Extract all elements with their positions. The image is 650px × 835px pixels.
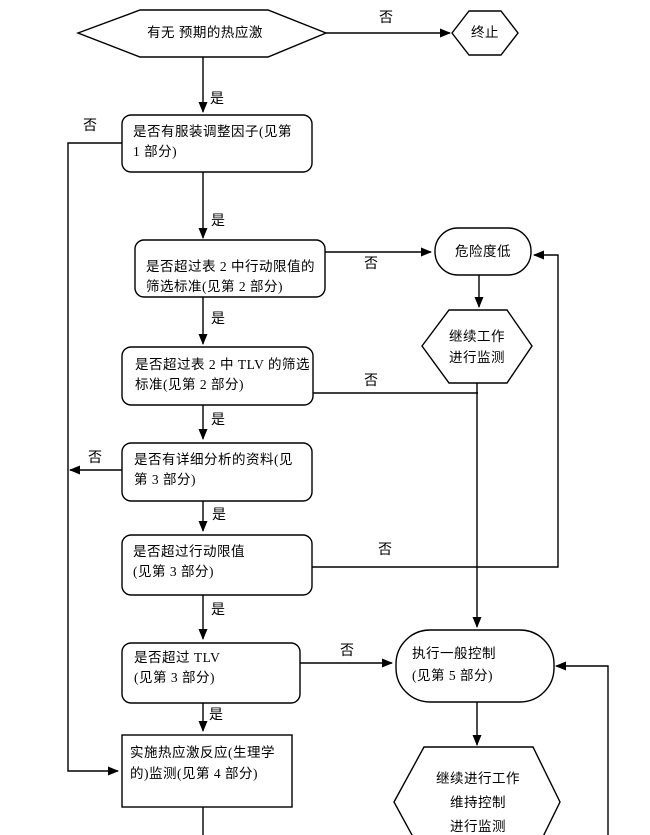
edge-label-no-terminate: 否 xyxy=(379,11,393,26)
continue-work-maintain-label: 继续进行工作 维持控制 进行监测 xyxy=(436,771,520,834)
edge-label-yes-physio: 是 xyxy=(209,708,223,723)
risk-low-label: 危险度低 xyxy=(455,244,511,259)
edge-label-yes-exceedtlv: 是 xyxy=(211,603,225,618)
edge-label-no-actionlimit: 否 xyxy=(364,257,378,272)
start-hexagon-shape xyxy=(76,9,328,58)
exceed-action-limit-label: 是否超过行动限值 (见第 3 部分) xyxy=(133,544,245,579)
edge-label-no-detaileddata: 否 xyxy=(88,451,102,466)
edge-label-no-actionlimit2: 否 xyxy=(378,543,392,558)
edge-label-yes-tlvscreen: 是 xyxy=(211,312,225,327)
action-limit-screening-shape xyxy=(134,239,326,298)
physiological-monitoring-label: 实施热应激反应(生理学 的)监测(见第 4 部分) xyxy=(130,745,275,781)
continue-work-monitor-label: 继续工作 进行监测 xyxy=(449,329,505,365)
terminate-label: 终止 xyxy=(471,25,499,40)
tlv-screening-shape xyxy=(121,346,314,406)
action-limit-screening-label: 是否超过表 2 中行动限值的 筛选标准(见第 2 部分) xyxy=(146,259,315,294)
edge-feedback-generalcontrols xyxy=(555,661,609,835)
exceed-action-limit-shape xyxy=(121,534,313,596)
edge-actionlimit2-risklow-loop xyxy=(312,250,559,568)
detailed-analysis-label: 是否有详细分析的资料(见 第 3 部分) xyxy=(134,452,293,487)
edge-label-yes-actionlimit: 是 xyxy=(211,214,225,229)
edge-label-yes-clothing: 是 xyxy=(210,92,224,107)
exceed-tlv-label: 是否超过 TLV (见第 3 部分) xyxy=(134,650,221,685)
edge-label-yes-detaileddata: 是 xyxy=(211,413,225,428)
clothing-adjustment-label: 是否有服装调整因子(见第 1 部分) xyxy=(133,124,292,159)
start-label: 有无 预期的热应激 xyxy=(147,25,263,40)
exceed-tlv-shape xyxy=(121,642,301,704)
tlv-screening-label: 是否超过表 2 中 TLV 的筛选 标准(见第 2 部分) xyxy=(135,357,311,392)
general-controls-shape xyxy=(395,629,555,703)
terminate-hexagon-shape xyxy=(451,10,519,56)
edge-label-no-exceedtlv: 否 xyxy=(340,644,354,659)
clothing-adjustment-shape xyxy=(121,114,313,173)
edge-clothing-no-left-loop xyxy=(67,142,122,776)
detailed-analysis-shape xyxy=(121,442,313,502)
edge-label-no-tlvscreen: 否 xyxy=(364,374,378,389)
edge-label-no-clothing: 否 xyxy=(83,119,97,134)
edge-label-yes-actionlimit2: 是 xyxy=(212,508,226,523)
general-controls-label: 执行一般控制 (见第 5 部分) xyxy=(412,646,496,683)
continue-work-monitor-shape xyxy=(421,309,533,384)
risk-low-shape xyxy=(434,227,532,276)
physiological-monitoring-shape xyxy=(121,734,293,808)
continue-work-maintain-shape xyxy=(393,746,561,835)
